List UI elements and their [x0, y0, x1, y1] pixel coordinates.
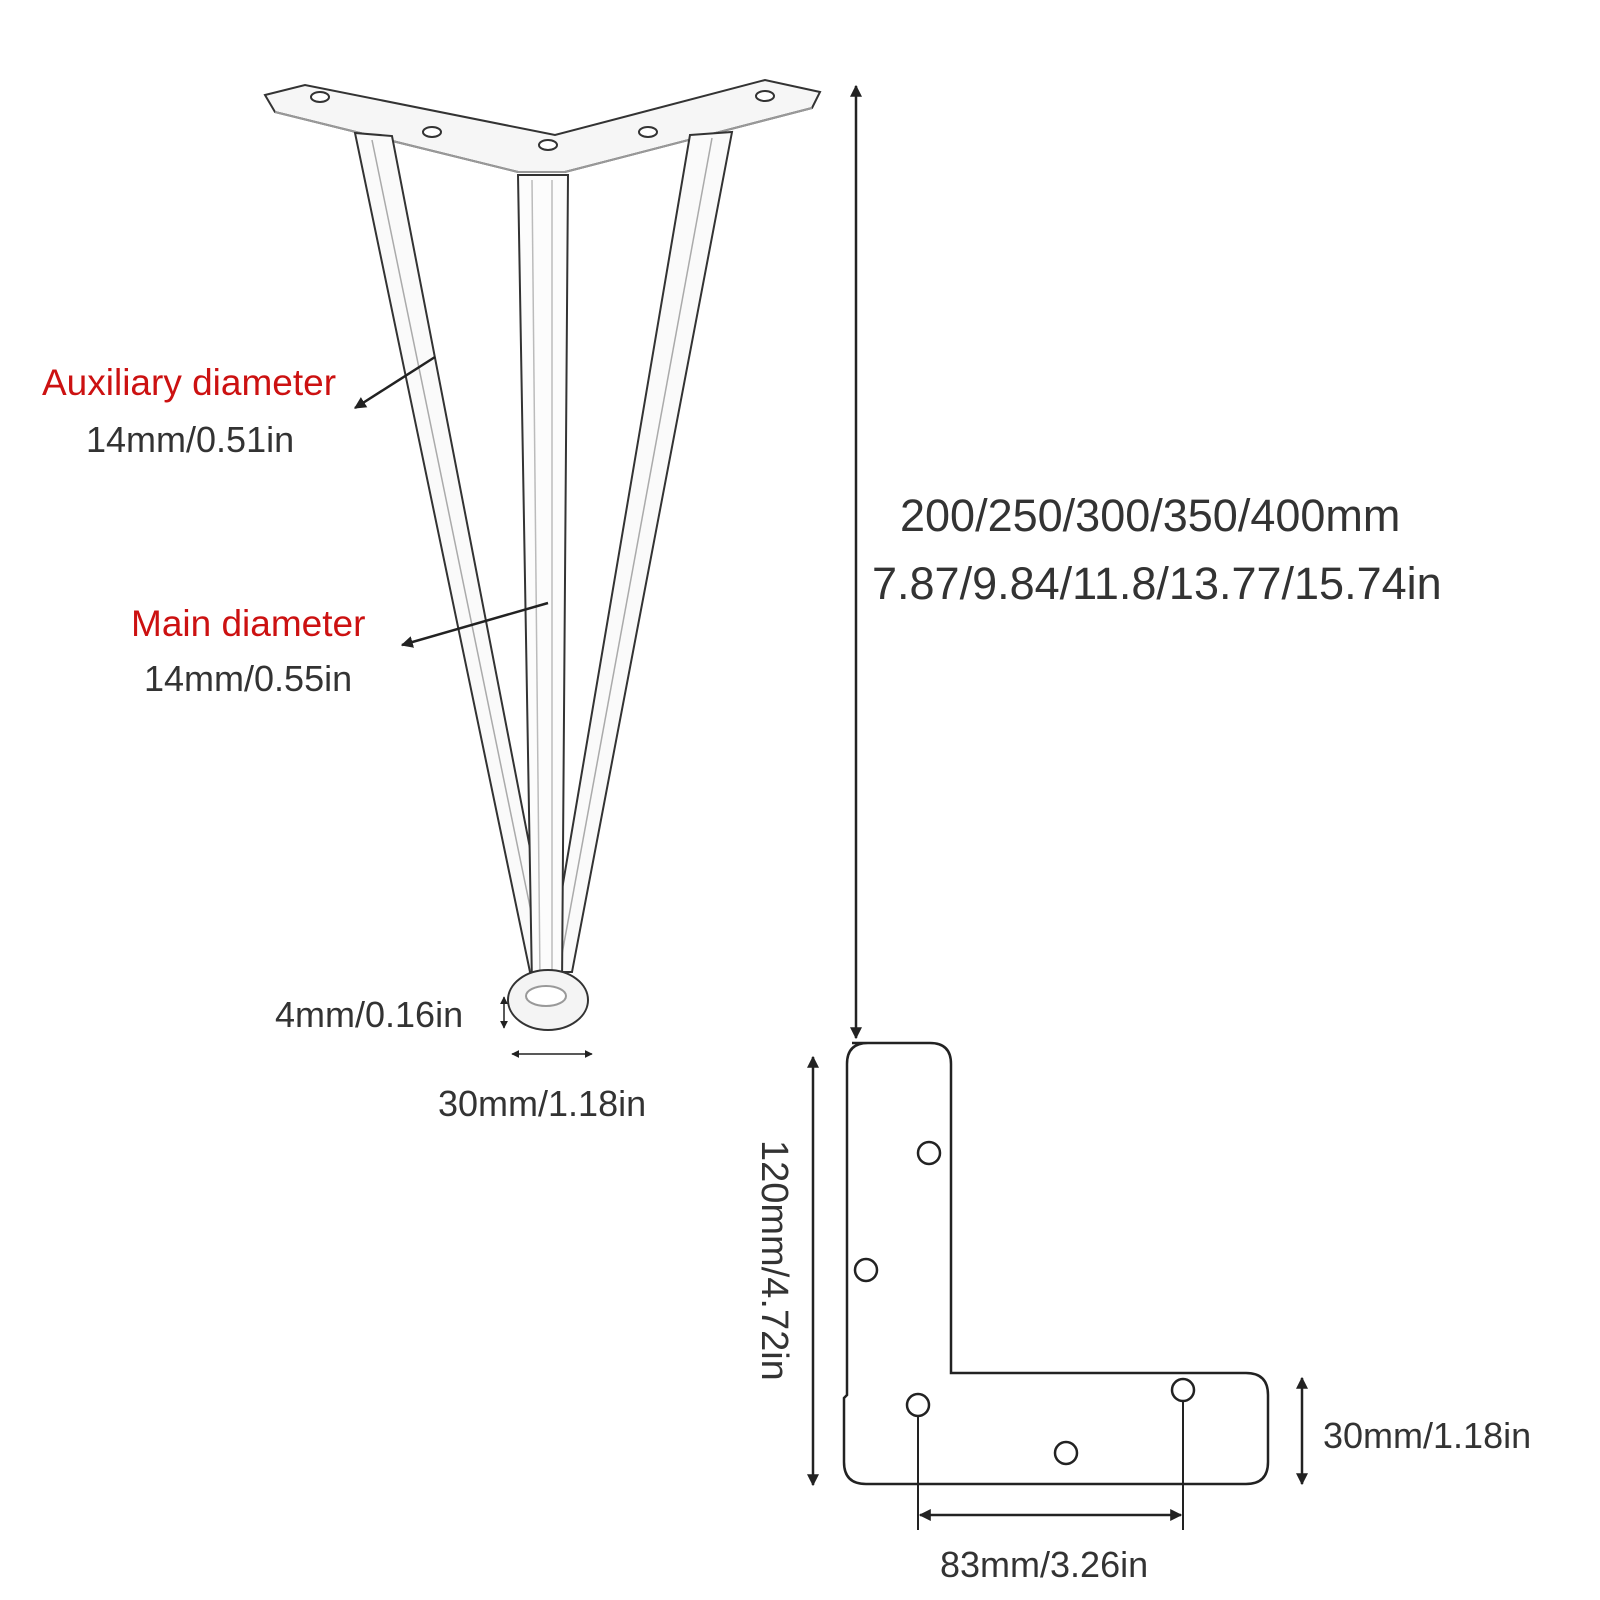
main-pointer-arrow	[400, 601, 549, 648]
right-auxiliary-rod	[546, 130, 734, 973]
main-diameter-title: Main diameter	[131, 603, 366, 644]
height-mm-label: 200/250/300/350/400mm	[900, 490, 1401, 541]
dimension-lines	[353, 84, 1308, 1530]
plate-hole	[905, 1392, 931, 1418]
auxiliary-diameter-value: 14mm/0.51in	[86, 419, 295, 460]
auxiliary-diameter-title: Auxiliary diameter	[42, 362, 337, 403]
leg-top-plate	[263, 78, 822, 173]
plate-hole	[853, 1257, 879, 1283]
foot-thickness-label: 4mm/0.16in	[275, 994, 464, 1035]
mounting-plate-outline	[842, 1041, 1270, 1486]
table-leg	[263, 78, 822, 1031]
plate-width-label: 30mm/1.18in	[1323, 1415, 1532, 1456]
auxiliary-pointer-arrow	[353, 355, 436, 410]
plate-length-label: 120mm/4.72in	[753, 1140, 795, 1381]
hole-spacing-label: 83mm/3.26in	[940, 1544, 1149, 1585]
plate-hole	[916, 1140, 942, 1166]
foot-width-label: 30mm/1.18in	[438, 1083, 647, 1124]
plate-hole	[1170, 1377, 1196, 1403]
plate-hole	[1053, 1440, 1079, 1466]
foot-pad	[507, 969, 589, 1031]
main-diameter-value: 14mm/0.55in	[144, 658, 353, 699]
height-in-label: 7.87/9.84/11.8/13.77/15.74in	[872, 558, 1442, 609]
